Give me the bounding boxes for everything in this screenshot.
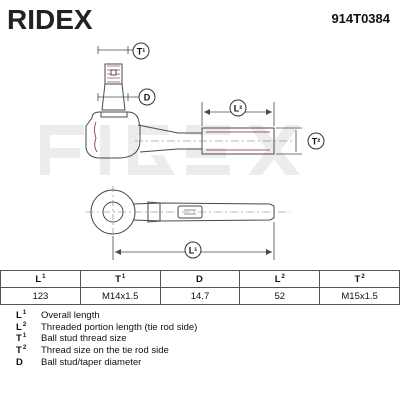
joint-housing	[85, 111, 141, 159]
callout-t1-label: T¹	[137, 47, 146, 57]
dimension-d	[97, 93, 140, 101]
spec-value-d: 14.7	[159, 287, 241, 305]
spec-header-t2: T2	[319, 270, 400, 288]
spec-value-l1: 123	[0, 287, 81, 305]
legend-description: Overall length	[41, 310, 100, 322]
technical-drawing: T¹ D L² T²	[40, 42, 325, 260]
callout-l1-badge	[184, 241, 202, 259]
legend-item: T1 Ball stud thread size	[16, 333, 386, 345]
callout-l2-label: L²	[234, 104, 243, 114]
spec-header-d: D	[159, 270, 241, 288]
ball-stud-taper	[101, 83, 126, 111]
spec-header-l1: L1	[0, 270, 81, 288]
spec-value-l2: 52	[239, 287, 321, 305]
spec-table-value-row: 123 M14x1.5 14.7 52 M15x1.5	[0, 287, 400, 305]
callout-t2-badge	[307, 132, 325, 150]
tie-rod-end-side-view	[85, 63, 295, 159]
callout-l2-badge	[229, 99, 247, 117]
ridex-logo: RIDEX	[7, 4, 132, 35]
legend-description: Ball stud/taper diameter	[41, 356, 142, 368]
dimension-t2	[276, 127, 302, 155]
legend-item: T2 Thread size on the tie rod side	[16, 345, 386, 357]
legend-key: T2	[16, 345, 27, 357]
callout-t1-badge	[132, 42, 150, 60]
spec-value-t1: M14x1.5	[79, 287, 161, 305]
spec-value-t2: M15x1.5	[319, 287, 400, 305]
part-number: 914T0384	[331, 11, 390, 26]
legend-key: T1	[16, 333, 27, 345]
legend-description: Threaded portion length (tie rod side)	[41, 321, 198, 333]
legend-item: D Ball stud/taper diameter	[16, 356, 386, 368]
legend: L1 Overall length L2 Threaded portion le…	[16, 310, 386, 368]
legend-key: L1	[16, 310, 27, 322]
spec-table: L1 T1 D L2 T2 123 M14x1.5 14.7 52 M15x1.…	[0, 270, 400, 305]
tie-rod-end-top-view	[86, 186, 290, 238]
dimension-t1	[97, 46, 135, 54]
legend-key: D	[16, 356, 23, 368]
header: RIDEX 914T0384	[0, 0, 400, 38]
legend-item: L2 Threaded portion length (tie rod side…	[16, 322, 386, 334]
callout-l1-label: L¹	[189, 246, 198, 256]
callout-t2-label: T²	[312, 137, 321, 147]
legend-description: Ball stud thread size	[41, 333, 127, 345]
callout-d-label: D	[144, 93, 151, 103]
spec-header-l2: L2	[239, 270, 321, 288]
legend-item: L1 Overall length	[16, 310, 386, 322]
ridex-logo-mark: RIDEX	[7, 4, 93, 35]
spec-table-header-row: L1 T1 D L2 T2	[0, 270, 400, 288]
legend-key: L2	[16, 321, 27, 333]
legend-description: Thread size on the tie rod side	[41, 345, 169, 357]
brand-name: RIDEX	[7, 5, 93, 33]
dust-boot-ring	[100, 111, 128, 118]
callout-d-badge	[138, 88, 156, 106]
spec-header-t1: T1	[79, 270, 161, 288]
